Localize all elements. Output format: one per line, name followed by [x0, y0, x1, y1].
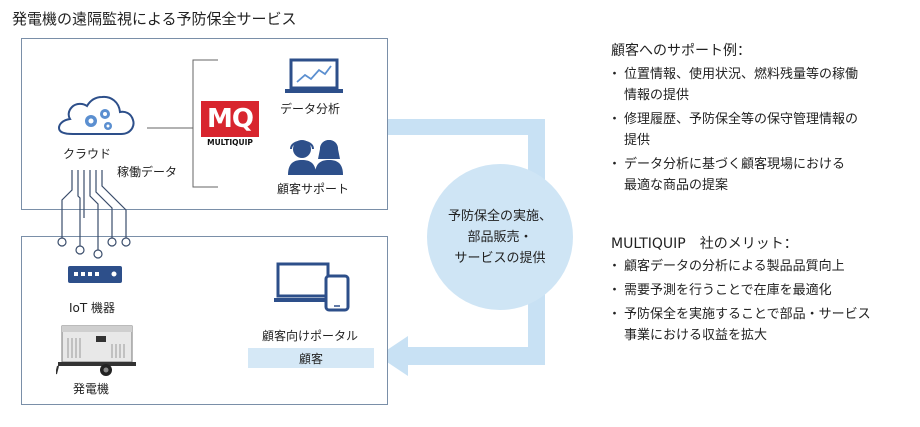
cloud-label: クラウド: [63, 147, 112, 161]
portal-devices-icon: [274, 262, 350, 312]
center-line-1: 予防保全の実施、: [447, 208, 552, 224]
merit-item: 需要予測を行うことで在庫を最適化: [608, 280, 910, 301]
portal-label: 顧客向けポータル: [262, 329, 359, 343]
support-heading: 顧客へのサポート例：: [611, 43, 751, 59]
service-circle: 予防保全の実施、 部品販売・ サービスの提供: [427, 164, 573, 310]
laptop-chart-icon: [285, 58, 343, 93]
iot-device-icon: [68, 266, 122, 283]
customer-bar: 顧客: [248, 348, 374, 368]
headset-support-icon: [288, 140, 343, 175]
customer-label: 顧客: [298, 351, 323, 366]
cloud-icon: [57, 95, 135, 135]
operation-data-label: 稼働データ: [117, 165, 178, 179]
center-line-3: サービスの提供: [454, 250, 546, 266]
iot-label: IoT 機器: [69, 301, 116, 315]
customer-support-label: 顧客サポート: [277, 182, 350, 196]
center-line-2: 部品販売・: [467, 229, 533, 245]
merits-heading: MULTIQUIP 社のメリット：: [611, 236, 798, 252]
merit-item: 顧客データの分析による製品品質向上: [608, 256, 910, 277]
multiquip-logo: MQ MULTIQUIP: [201, 101, 259, 149]
generator-icon: [56, 325, 136, 376]
data-analysis-label: データ分析: [280, 102, 341, 116]
merits-list: 顧客データの分析による製品品質向上 需要予測を行うことで在庫を最適化 予防保全を…: [608, 256, 910, 346]
logo-text: MULTIQUIP: [207, 138, 253, 147]
generator-label: 発電機: [73, 382, 110, 396]
logo-mark: MQ: [201, 101, 259, 137]
page-title: 発電機の遠隔監視による予防保全サービス: [12, 10, 297, 28]
